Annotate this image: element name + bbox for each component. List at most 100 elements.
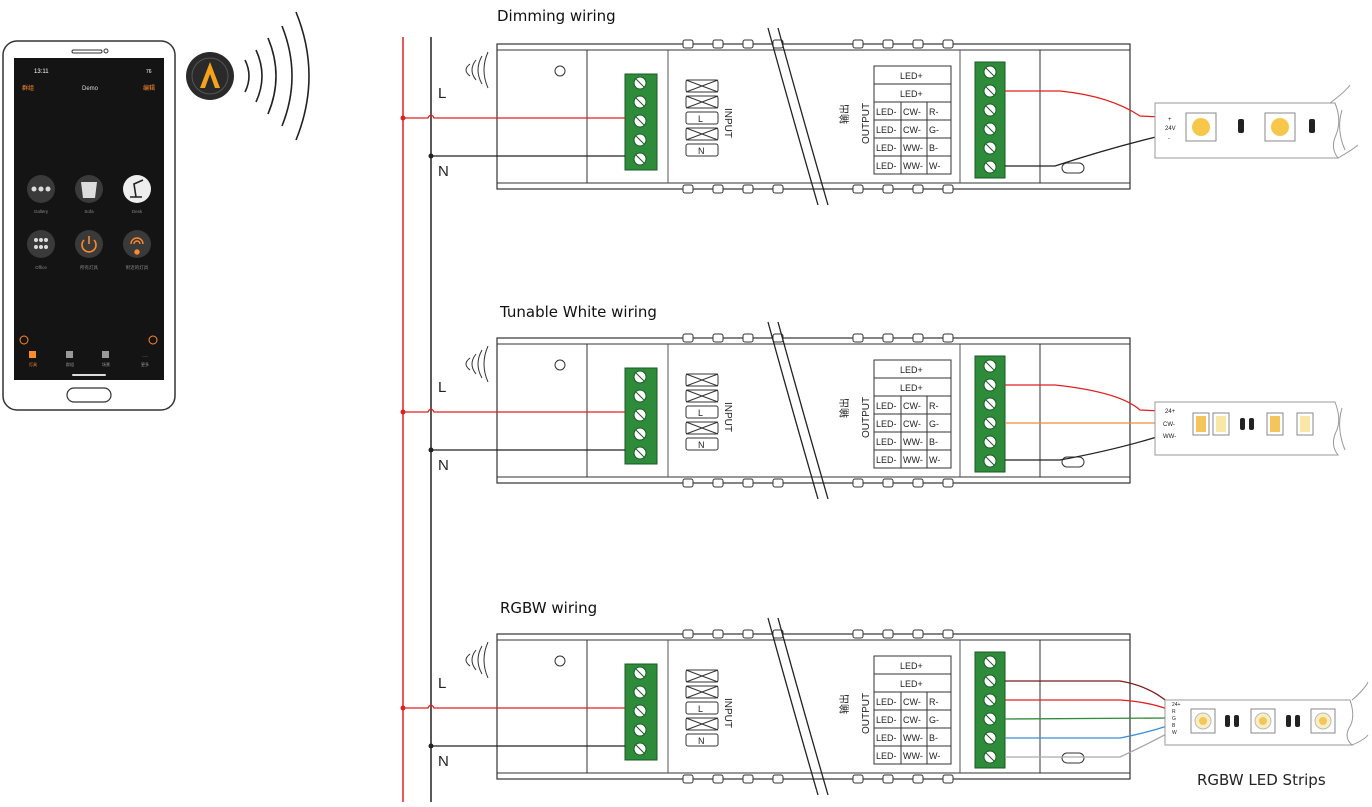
- led-chip-rgbw: [1250, 708, 1276, 734]
- wifi-arc: [477, 645, 483, 675]
- wireless-icon: [465, 641, 489, 679]
- mounting-slot: [682, 478, 694, 488]
- tab-lights[interactable]: 灯具: [29, 361, 37, 367]
- blank-terminal-mark: [685, 79, 719, 93]
- output-title-cn: 输出: [838, 398, 851, 418]
- output-title-cn: 输出: [838, 104, 851, 124]
- tab-scenes[interactable]: 场景: [102, 361, 110, 367]
- terminal-slot: [985, 657, 995, 667]
- output-cell-label: WW-: [903, 437, 923, 447]
- blank-terminal-mark: [685, 389, 719, 403]
- rgbw-pin-label: B: [1172, 723, 1176, 729]
- help-icon[interactable]: [148, 335, 158, 345]
- strip-24v-label: 24+: [1165, 409, 1176, 415]
- mounting-slot: [682, 629, 694, 639]
- mains-neutral-label: N: [438, 163, 449, 180]
- led-strip-rgbw: 24+RGBW RGBW LED Strips: [1164, 681, 1369, 789]
- terminal-slot: [985, 124, 995, 134]
- mounting-slot: [882, 333, 894, 343]
- rgbw-pin-label: G: [1172, 716, 1176, 722]
- wifi-arc: [483, 641, 489, 679]
- terminal-slot: [635, 78, 645, 88]
- output-title-en: OUTPUT: [861, 103, 872, 144]
- wifi-arc: [483, 345, 489, 383]
- tile-label: Gallery: [34, 209, 49, 214]
- input-N-label: N: [698, 440, 705, 450]
- output-cell-label: CW-: [903, 107, 921, 117]
- terminal-slot: [635, 668, 645, 678]
- wifi-arc: [465, 63, 471, 77]
- controller-body: [496, 43, 1131, 190]
- mounting-slot: [682, 184, 694, 194]
- blank-terminal-mark: [685, 685, 719, 699]
- output-cell-label: CW-: [903, 419, 921, 429]
- mounting-slot: [852, 629, 864, 639]
- tile-nearby[interactable]: 附近的灯具: [123, 230, 151, 271]
- output-cell-label: LED-: [876, 751, 897, 761]
- output-cell-label: G-: [929, 715, 939, 725]
- output-cell-label: B-: [929, 143, 938, 153]
- mounting-slot: [682, 774, 694, 784]
- terminal-slot: [635, 97, 645, 107]
- mounting-slot: [942, 629, 954, 639]
- wireless-signal-icon: [244, 11, 310, 141]
- blank-terminal-mark: [685, 95, 719, 109]
- terminal-slot: [635, 135, 645, 145]
- tile-gallery[interactable]: Gallery: [27, 175, 55, 214]
- wifi-arc: [471, 649, 477, 671]
- output-cell-label: LED-: [876, 161, 897, 171]
- mounting-slot: [712, 774, 724, 784]
- output-cell-label: W-: [929, 751, 940, 761]
- input-N-label: N: [698, 146, 705, 156]
- tab-groups[interactable]: 群组: [66, 361, 74, 367]
- strip-ww-label: WW-: [1163, 434, 1176, 440]
- output-cell-label: LED-: [876, 455, 897, 465]
- tile-office[interactable]: Office: [27, 230, 55, 270]
- tile-label: Desk: [132, 209, 143, 214]
- lamp-shade-icon: [81, 182, 97, 198]
- live-wire: [403, 704, 625, 709]
- output-cell-label: G-: [929, 125, 939, 135]
- input-title: INPUT: [722, 402, 733, 432]
- output-cell-label: LED-: [876, 143, 897, 153]
- indicator-hole: [554, 655, 566, 667]
- mounting-slot: [852, 774, 864, 784]
- terminal-slot: [985, 733, 995, 743]
- mounting-slot: [742, 184, 754, 194]
- tab-more[interactable]: 更多: [141, 361, 149, 367]
- tile-all-lights[interactable]: 所有灯具: [75, 230, 103, 271]
- mounting-slot: [682, 39, 694, 49]
- settings-icon[interactable]: [19, 335, 29, 345]
- mains-live-label: L: [438, 379, 446, 396]
- mounting-slot: [712, 333, 724, 343]
- output-cell: [926, 745, 952, 765]
- nav-left-button[interactable]: 群组: [22, 84, 34, 92]
- office-lights-icon: [34, 238, 48, 249]
- output-cell-label: CW-: [903, 715, 921, 725]
- section-title-rgbw: RGBW wiring: [500, 599, 597, 617]
- terminal-slot: [985, 361, 995, 371]
- terminal-slot: [635, 725, 645, 735]
- power-icon: [81, 236, 97, 253]
- rgbw-pin-label: 24+: [1172, 702, 1181, 708]
- led-chip-rgbw: [1310, 708, 1336, 734]
- output-cell-label: WW-: [903, 161, 923, 171]
- break-line: [767, 617, 819, 796]
- output-cell-label: LED-: [876, 437, 897, 447]
- nav-right-button[interactable]: 编辑: [143, 84, 155, 92]
- output-title-en: OUTPUT: [861, 693, 872, 734]
- blank-terminal-mark: [685, 127, 719, 141]
- smartphone: 13:11 76 群组 Demo 编辑 Gallery Sofa De: [2, 40, 176, 411]
- output-cell-label: LED+: [900, 89, 923, 99]
- terminal-housing: [974, 355, 1006, 473]
- tile-sofa[interactable]: Sofa: [75, 175, 103, 214]
- mounting-slot: [682, 333, 694, 343]
- output-label-table: LED+LED+LED-CW-R-LED-CW-G-LED-WW-B-LED-W…: [838, 65, 952, 175]
- input-L-label: L: [698, 408, 703, 418]
- output-cell-label: LED-: [876, 697, 897, 707]
- tile-desk[interactable]: Desk: [123, 175, 151, 214]
- output-cell-label: R-: [929, 697, 939, 707]
- terminal-slot: [985, 399, 995, 409]
- resistor: [1225, 715, 1230, 727]
